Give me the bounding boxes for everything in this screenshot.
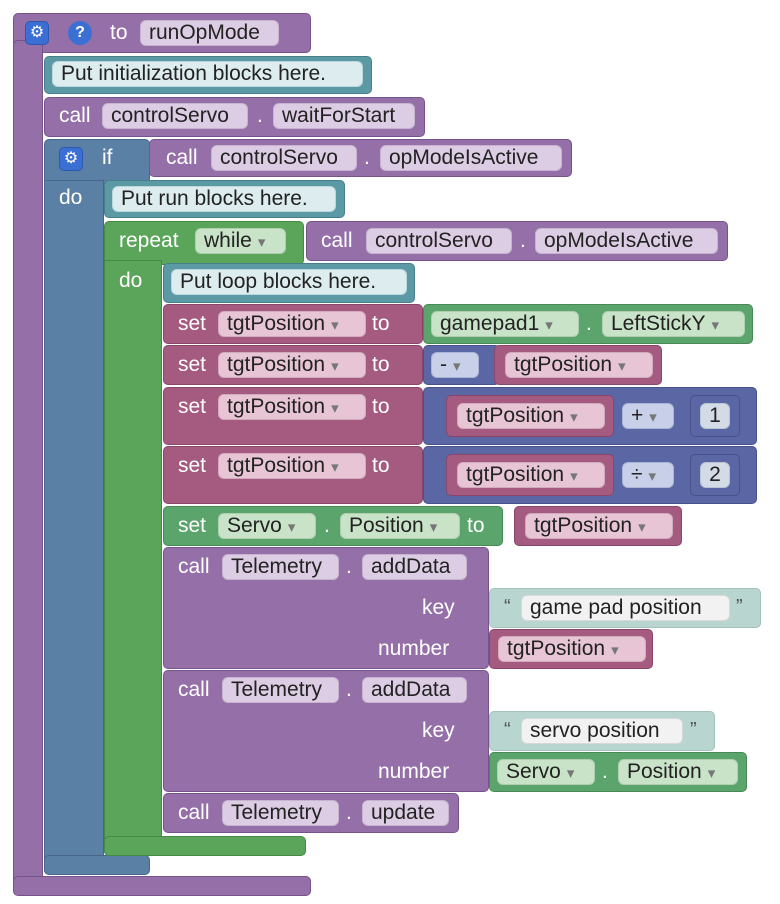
call-keyword: call [178, 801, 210, 824]
repeat-spine [104, 260, 162, 856]
servo-property-dropdown[interactable]: Position [340, 513, 460, 539]
set-keyword: set [178, 454, 207, 477]
telemetry-object-field[interactable]: Telemetry [222, 800, 339, 826]
to-label: to [467, 514, 485, 537]
servo-dropdown[interactable]: Servo [218, 513, 316, 539]
close-quote-icon: ” [690, 719, 697, 741]
telemetry-method-field[interactable]: addData [362, 677, 467, 703]
telemetry-object-field[interactable]: Telemetry [222, 554, 339, 580]
repeat-do-label: do [119, 269, 143, 292]
call-dot: . [364, 146, 370, 169]
number-label: number [378, 637, 450, 660]
telemetry-object-field[interactable]: Telemetry [222, 677, 339, 703]
call-dot: . [346, 678, 352, 701]
number-label: number [378, 760, 450, 783]
set-keyword: set [178, 395, 207, 418]
number-field[interactable]: 1 [700, 403, 730, 429]
variable-dropdown[interactable]: tgtPosition [457, 403, 605, 429]
math-operator-dropdown[interactable]: ÷ [622, 462, 674, 488]
math-operator-dropdown[interactable]: + [622, 403, 674, 429]
call-object-field[interactable]: controlServo [102, 103, 248, 129]
set-keyword: set [178, 514, 207, 537]
function-name-field[interactable]: runOpMode [140, 20, 279, 46]
key-text-field[interactable]: servo position [521, 718, 683, 744]
variable-dropdown[interactable]: tgtPosition [498, 636, 646, 662]
number-field[interactable]: 2 [700, 462, 730, 488]
call-object-field[interactable]: controlServo [366, 228, 512, 254]
variable-dropdown[interactable]: tgtPosition [218, 453, 366, 479]
comment-run-text[interactable]: Put run blocks here. [112, 186, 336, 212]
repeat-mode-dropdown[interactable]: while [195, 228, 286, 254]
repeat-footer [104, 836, 306, 856]
set-keyword: set [178, 353, 207, 376]
variable-dropdown[interactable]: tgtPosition [218, 352, 366, 378]
variable-dropdown[interactable]: tgtPosition [457, 462, 605, 488]
call-dot: . [257, 104, 263, 127]
open-quote-icon: “ [504, 719, 511, 741]
servo-property-dropdown[interactable]: Position [618, 759, 738, 785]
servo-dropdown[interactable]: Servo [497, 759, 595, 785]
servo-dot: . [324, 514, 330, 537]
close-quote-icon: ” [736, 596, 743, 618]
if-spine [44, 180, 104, 875]
key-text-field[interactable]: game pad position [521, 595, 730, 621]
call-keyword: call [321, 229, 353, 252]
gamepad-dot: . [586, 312, 592, 335]
function-to-label: to [110, 21, 128, 44]
to-label: to [372, 395, 390, 418]
call-dot: . [520, 229, 526, 252]
key-label: key [422, 719, 455, 742]
key-label: key [422, 596, 455, 619]
call-keyword: call [166, 146, 198, 169]
comment-init-text[interactable]: Put initialization blocks here. [52, 61, 363, 87]
variable-dropdown[interactable]: tgtPosition [525, 513, 673, 539]
telemetry-method-field[interactable]: update [362, 800, 449, 826]
servo-dot: . [602, 760, 608, 783]
to-label: to [372, 454, 390, 477]
call-method-field[interactable]: opModeIsActive [535, 228, 718, 254]
number-block[interactable] [690, 454, 740, 496]
call-object-field[interactable]: controlServo [211, 145, 357, 171]
comment-loop-text[interactable]: Put loop blocks here. [171, 269, 407, 295]
if-keyword: if [102, 146, 113, 169]
set-keyword: set [178, 312, 207, 335]
function-footer [13, 876, 311, 896]
help-icon[interactable]: ? [68, 21, 92, 45]
gamepad-dropdown[interactable]: gamepad1 [431, 311, 579, 337]
variable-dropdown[interactable]: tgtPosition [505, 352, 653, 378]
repeat-keyword: repeat [119, 229, 179, 252]
gear-icon[interactable]: ⚙ [25, 21, 49, 45]
call-dot: . [346, 801, 352, 824]
gear-icon[interactable]: ⚙ [59, 147, 83, 171]
call-keyword: call [178, 678, 210, 701]
variable-dropdown[interactable]: tgtPosition [218, 394, 366, 420]
telemetry-method-field[interactable]: addData [362, 554, 467, 580]
call-keyword: call [59, 104, 91, 127]
if-do-label: do [59, 186, 83, 209]
if-footer [44, 855, 150, 875]
call-dot: . [346, 555, 352, 578]
call-keyword: call [178, 555, 210, 578]
call-method-field[interactable]: opModeIsActive [380, 145, 562, 171]
gamepad-property-dropdown[interactable]: LeftStickY [602, 311, 745, 337]
math-operator-dropdown[interactable]: - [431, 352, 479, 378]
call-method-field[interactable]: waitForStart [273, 103, 415, 129]
to-label: to [372, 312, 390, 335]
open-quote-icon: “ [504, 596, 511, 618]
to-label: to [372, 353, 390, 376]
function-spine [13, 40, 43, 885]
variable-dropdown[interactable]: tgtPosition [218, 311, 366, 337]
